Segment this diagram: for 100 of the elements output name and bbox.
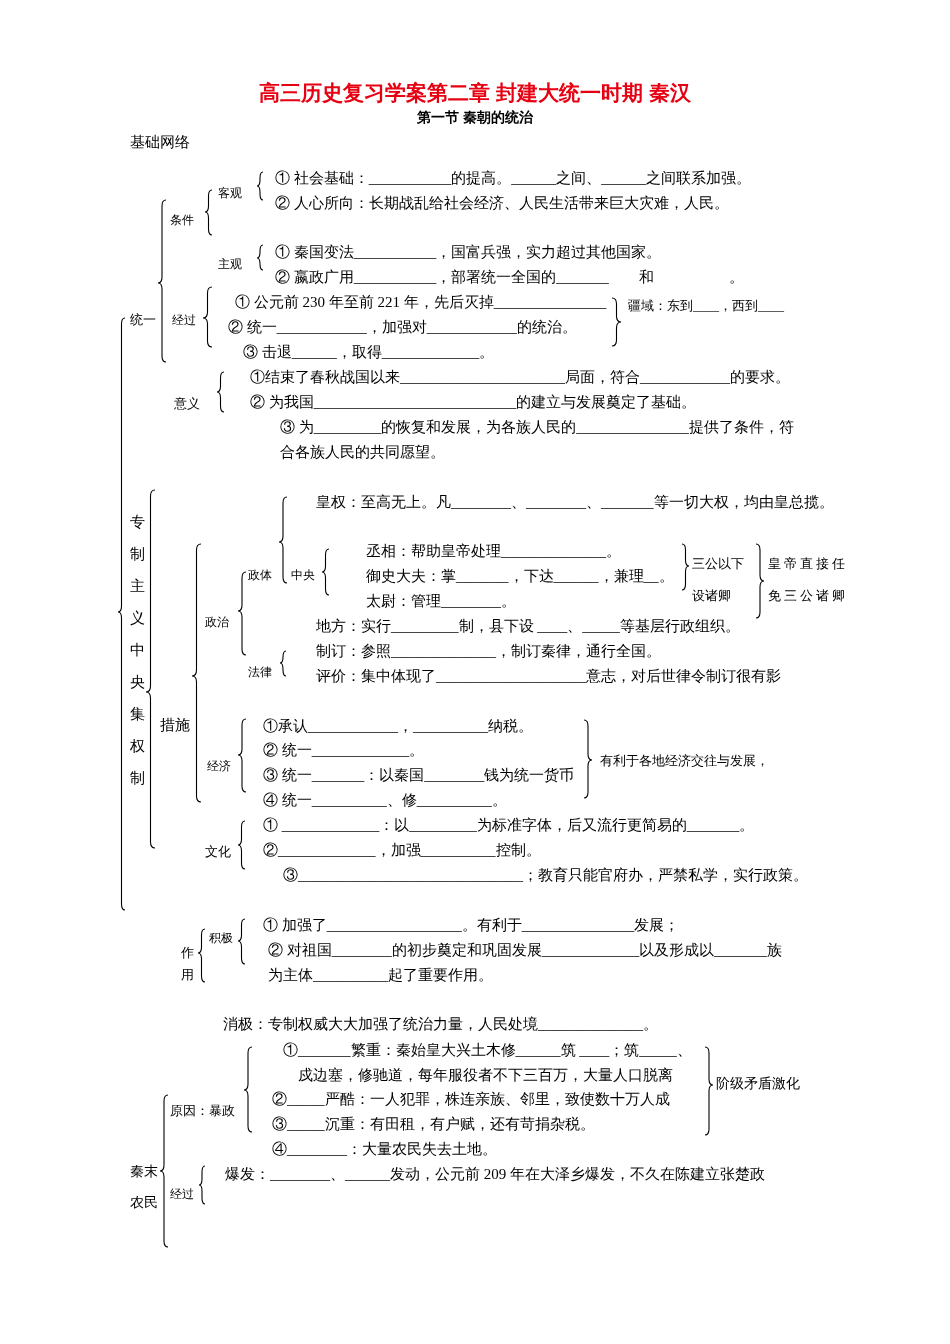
- fill-in-line: ______________: [501, 543, 606, 559]
- fill-in-line: _____________: [278, 842, 376, 858]
- question-text: ③ 为_________的恢复和发展，为各族人民的_______________提供了条件，符合各族人民的共同愿望。: [280, 417, 795, 462]
- fill-in-line: ________: [287, 1141, 347, 1157]
- fill-in-line: ___________: [353, 244, 437, 260]
- category-label: 文化: [205, 843, 231, 861]
- fill-in-line: _______: [686, 817, 740, 833]
- question-text: ①承认____________，__________纳税。: [263, 717, 533, 736]
- fill-in-line: _______: [601, 494, 654, 510]
- fill-in-line: ____: [693, 298, 719, 313]
- fill-in-line: ____________________: [436, 668, 586, 684]
- category-label: 法律: [248, 663, 272, 681]
- category-label: 原因：暴政: [170, 1102, 235, 1120]
- category-label: 专制主义中央集权制: [130, 513, 146, 788]
- fill-in-line: ________: [270, 1166, 330, 1182]
- question-text: 御史大夫：掌_______，下达______，兼理__。: [366, 567, 674, 586]
- fill-in-line: __: [643, 568, 659, 584]
- question-text: 皇权：至高无上。凡________、________、_______等一切大权，均由皇总揽。: [316, 493, 834, 512]
- fill-in-line: ______: [291, 344, 337, 360]
- fill-in-line: ___________________________: [313, 394, 517, 410]
- fill-in-line: _______________: [493, 294, 607, 310]
- question-text: 爆发：________、______发动，公元前 209 年在大泽乡爆发，不久在陈建立张楚政: [225, 1165, 765, 1184]
- question-text: ①_______繁重：秦始皇大兴土木修______筑 ____；筑_____、戍边塞，修驰道，每年服役者不下三百万，大量人口脱离: [283, 1040, 692, 1085]
- question-text: ②_____________，加强__________控制。: [263, 841, 541, 860]
- fill-in-line: ____: [537, 618, 568, 634]
- fill-in-line: _______: [311, 767, 365, 783]
- question-text: 评价：集中体现了____________________意志，对后世律令制订很有影: [316, 667, 781, 686]
- fill-in-line: __________: [416, 792, 492, 808]
- fill-in-line: _____________: [311, 742, 410, 758]
- fill-in-line: __________________: [326, 917, 462, 933]
- fill-in-line: _____________: [281, 817, 380, 833]
- fill-in-line: ____: [758, 298, 784, 313]
- fill-in-line: __________: [311, 792, 387, 808]
- question-text: 丞相：帮助皇帝处理______________。: [366, 542, 621, 561]
- fill-in-line: ____: [579, 1041, 610, 1058]
- fill-in-line: ______________________________: [298, 867, 523, 883]
- fill-in-line: ________: [526, 494, 586, 510]
- fill-in-line: ______: [553, 568, 599, 584]
- fill-in-line: ______________________: [400, 369, 565, 385]
- question-text: ① 社会基础：___________的提高。______之间、______之间联系加强。: [275, 169, 752, 188]
- fill-in-line: __________: [413, 718, 488, 734]
- note-text: 有利于各地经济交往与发展，: [600, 752, 769, 770]
- question-text: ② 统一____________，加强对____________的统治。: [228, 318, 577, 337]
- category-label: 经济: [207, 757, 231, 775]
- fill-in-line: ______: [511, 170, 557, 186]
- category-label: 意义: [174, 395, 200, 413]
- category-label: 中央: [291, 566, 315, 584]
- fill-in-line: _________: [409, 817, 477, 833]
- category-label: 积极: [209, 929, 233, 947]
- category-label: 作用: [181, 944, 195, 984]
- category-label: 措施: [160, 716, 190, 735]
- fill-in-line: ____________: [640, 369, 730, 385]
- fill-in-line: _____: [287, 1116, 325, 1132]
- category-label: 经过: [170, 1185, 194, 1203]
- fill-in-line: ____________: [308, 718, 398, 734]
- question-text: ④________：大量农民失去土地。: [272, 1140, 497, 1159]
- note-text: 阶级矛盾激化: [716, 1074, 800, 1093]
- question-text: ① 秦国变法___________，国富兵强，实力超过其他国家。: [275, 243, 662, 262]
- question-text: ② 嬴政广用___________，部署统一全国的_______ 和 。: [275, 268, 744, 287]
- fill-in-line: ________: [441, 593, 501, 609]
- question-text: ④ 统一__________、修__________。: [263, 791, 507, 810]
- category-label: 政治: [205, 613, 229, 631]
- category-label: 条件: [170, 211, 194, 229]
- fill-in-line: ______: [515, 1041, 561, 1058]
- question-text: ② 统一_____________。: [263, 741, 425, 760]
- fill-in-line: _______: [714, 941, 767, 958]
- category-label: 秦末农民: [130, 1163, 159, 1212]
- fill-in-line: _______: [556, 269, 609, 285]
- note-text: 皇帝直接任免三公诸卿: [768, 555, 849, 605]
- question-text: 太尉：管理________。: [366, 592, 516, 611]
- note-text: 疆域：东到____，西到____: [628, 297, 784, 315]
- question-text: ① _____________：以_________为标准字体，后又流行更简易的_______。: [263, 816, 755, 835]
- category-label: 政体: [248, 566, 272, 584]
- fill-in-line: ______: [601, 170, 647, 186]
- fill-in-line: _______________: [576, 418, 689, 435]
- title: 高三历史复习学案第二章 封建大统一时期 秦汉: [259, 80, 691, 106]
- question-text: ① 公元前 230 年至前 221 年，先后灭掉_______________: [235, 293, 607, 312]
- question-text: ② 对祖国________的初步奠定和巩固发展_____________以及形成以_______族为主体__________起了重要作用。: [268, 940, 783, 985]
- fill-in-line: _______________: [521, 917, 635, 933]
- question-text: ③_____沉重：有田租，有户赋，还有苛捐杂税。: [272, 1115, 595, 1134]
- fill-in-line: ________: [424, 767, 485, 783]
- fill-in-line: _____: [287, 1091, 325, 1107]
- fill-in-line: ___________: [353, 269, 437, 285]
- fill-in-line: ____________: [276, 319, 367, 335]
- fill-in-line: _____: [582, 618, 620, 634]
- note-text: 三公以下设诸卿: [692, 555, 745, 605]
- fill-in-line: _____________: [381, 344, 480, 360]
- category-label: 主观: [218, 255, 242, 273]
- subtitle: 第一节 秦朝的统治: [417, 107, 533, 127]
- fill-in-line: ________: [331, 941, 392, 958]
- question-text: 地方：实行_________制，县下设 ____、_____等基层行政组织。: [316, 617, 740, 636]
- fill-in-line: ___________: [368, 170, 452, 186]
- question-text: ①结束了春秋战国以来______________________局面，符合____________的要求。: [250, 368, 790, 387]
- question-text: 消极：专制权威大大加强了统治力量，人民处境______________。: [223, 1015, 658, 1034]
- fill-in-line: ____________: [426, 319, 517, 335]
- fill-in-line: _________: [313, 418, 382, 435]
- category-label: 客观: [218, 184, 242, 202]
- question-text: 制订：参照______________，制订秦律，通行全国。: [316, 642, 661, 661]
- fill-in-line: ______________: [538, 1016, 643, 1032]
- fill-in-line: _____: [639, 1041, 677, 1058]
